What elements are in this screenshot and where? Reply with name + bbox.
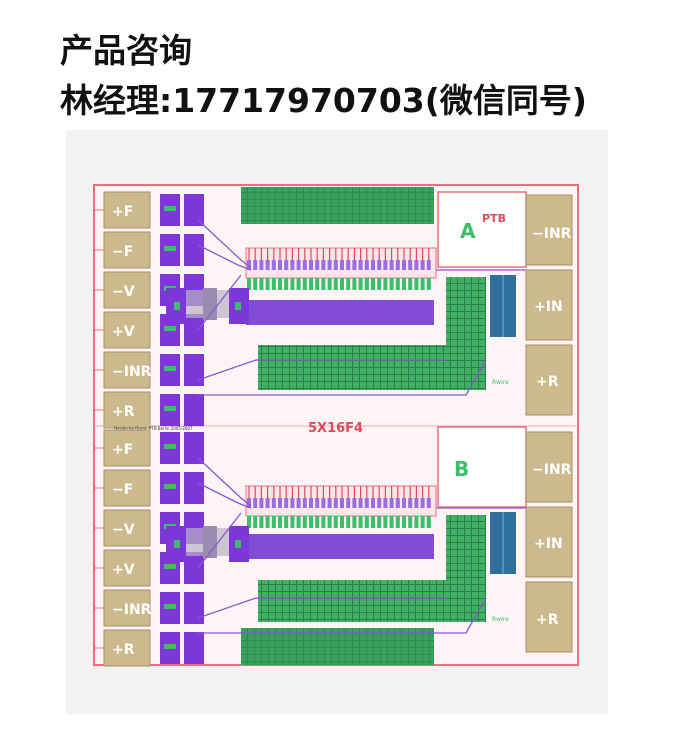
- left-pad-label: −V: [112, 522, 135, 538]
- contact-row-a: [246, 300, 434, 325]
- right-pad-b-3: +R: [536, 612, 559, 628]
- right-pad-a-2: +IN: [534, 299, 563, 315]
- left-pad-label: −F: [112, 482, 133, 498]
- green-block-l-a: [258, 277, 486, 390]
- test-box-b: [437, 426, 527, 508]
- section-b: B −INR +IN +R Rwire +F −F −V +V −INR +R: [94, 426, 573, 667]
- contact-phone-line: 林经理:17717970703(微信同号): [60, 81, 587, 120]
- left-pad-label: −V: [112, 284, 135, 300]
- rwire-label-b: Rwire: [492, 616, 509, 623]
- section-b-label: B: [454, 457, 469, 481]
- right-pad-a-3: +R: [536, 374, 559, 390]
- part-number: 5X16F4: [308, 421, 363, 436]
- brand-label: PTB: [482, 212, 506, 225]
- section-a-label: A: [460, 219, 476, 243]
- right-pad-b-2: +IN: [534, 536, 563, 552]
- chip-layout-image: A PTB −INR +IN +R Rwire +F −F −V +V −INR +R: [93, 184, 579, 667]
- left-pad-label: −INR: [112, 602, 152, 618]
- left-pad-label: +F: [112, 442, 133, 458]
- test-box-a: [437, 191, 527, 268]
- green-block-bottom-b: [241, 628, 434, 665]
- right-pad-a-1: −INR: [532, 226, 572, 242]
- left-pad-label: +V: [112, 324, 135, 340]
- section-a: A PTB −INR +IN +R Rwire +F −F −V +V −INR +R: [94, 187, 573, 429]
- rwire-label-a: Rwire: [492, 379, 509, 386]
- green-block-l-b: [258, 515, 486, 622]
- left-pad-label: +F: [112, 204, 133, 220]
- product-inquiry-heading: 产品咨询: [60, 31, 192, 70]
- left-pad-label: +R: [112, 404, 135, 420]
- contact-row-b: [246, 534, 434, 559]
- left-pad-label: +R: [112, 642, 135, 658]
- left-pad-label: −F: [112, 244, 133, 260]
- right-pad-b-1: −INR: [532, 462, 572, 478]
- green-block-top-a: [241, 187, 434, 224]
- left-pad-label: +V: [112, 562, 135, 578]
- left-pad-label: −INR: [112, 364, 152, 380]
- design-credit: Design by Drorg, PTB Berlin 2005-2007: [114, 426, 193, 431]
